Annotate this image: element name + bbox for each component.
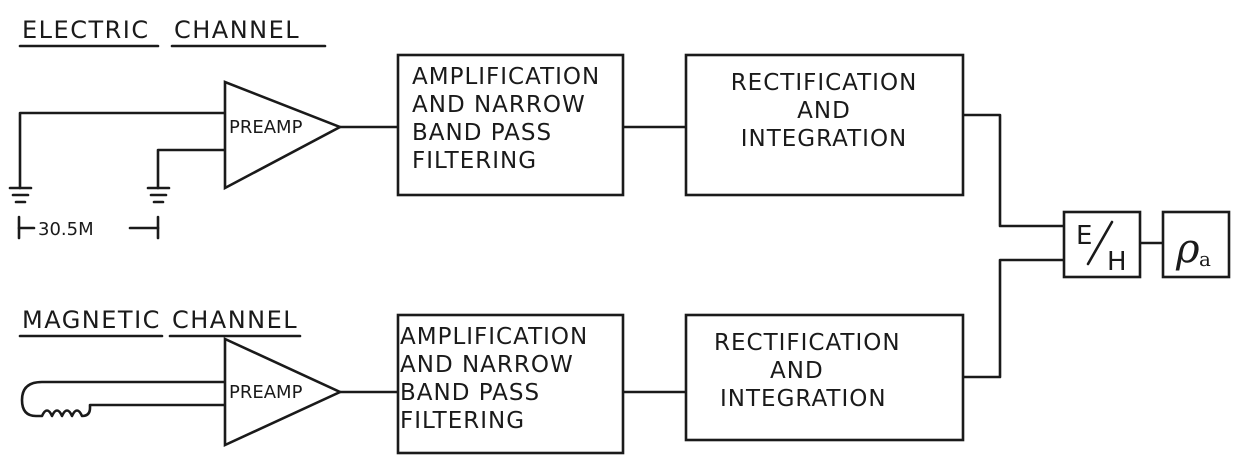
electric-preamp-label: PREAMP [229,117,303,138]
electrode-wire-2 [156,148,227,190]
rectification-box [684,313,965,442]
rect-line-3: INTEGRATION [741,126,908,152]
connector-rect-to-ratio-magnetic [961,258,1066,379]
rectification-box [684,53,965,197]
output-box [1161,210,1231,279]
electric-heading-word-1: ELECTRIC [22,16,150,44]
filter-line-4: FILTERING [400,408,525,434]
electric-electrodes: 30.5M [8,111,227,240]
magnetic-rectification-block: RECTIFICATION AND INTEGRATION [684,313,965,442]
filter-line-2: AND NARROW [400,352,574,378]
ground-icon [8,186,33,204]
resistivity-subscript: a [1199,247,1211,271]
electrode-spacing-label: 30.5M [38,219,94,240]
ratio-denominator: H [1107,247,1128,277]
rect-line-1: RECTIFICATION [714,330,901,356]
magnetic-preamp-label: PREAMP [229,382,303,403]
amplifier-triangle-icon [223,80,344,191]
rect-line-2: AND [797,98,851,124]
connector-rect-to-ratio-electric [961,113,1066,228]
amplifier-triangle-icon [223,336,344,448]
ratio-block: E H [1062,210,1142,279]
magnetic-filter-block: AMPLIFICATION AND NARROW BAND PASS FILTE… [396,313,625,455]
electrode-wire-1 [18,111,227,190]
ratio-slash [1086,220,1114,266]
ratio-numerator: E [1076,221,1093,251]
electrode-spacing-dimension: 30.5M [17,215,160,240]
ratio-box [1062,210,1142,279]
rect-line-2: AND [770,358,824,384]
rect-line-1: RECTIFICATION [731,70,918,96]
filter-box [396,53,625,197]
electric-channel-heading: ELECTRIC CHANNEL [18,16,327,48]
electric-heading-word-2: CHANNEL [174,16,300,44]
magnetic-heading-word-1: MAGNETIC [22,306,161,334]
magnetic-channel-heading: MAGNETIC CHANNEL [18,306,302,338]
filter-box [396,313,625,455]
electric-filter-block: AMPLIFICATION AND NARROW BAND PASS FILTE… [396,53,625,197]
filter-line-3: BAND PASS [412,120,552,146]
coil-icon [20,380,227,418]
magnetic-heading-word-2: CHANNEL [172,306,298,334]
magnetic-preamp: PREAMP [223,336,344,448]
rect-line-3: INTEGRATION [720,386,887,412]
filter-line-2: AND NARROW [412,92,586,118]
electric-rectification-block: RECTIFICATION AND INTEGRATION [684,53,965,197]
resistivity-symbol: ρ [1175,226,1200,272]
ground-icon [146,186,171,204]
filter-line-4: FILTERING [412,148,537,174]
electric-preamp: PREAMP [223,80,344,191]
magnetic-coil-sensor [20,380,227,418]
filter-line-1: AMPLIFICATION [412,64,600,90]
output-block: ρ a [1161,210,1231,279]
filter-line-1: AMPLIFICATION [400,324,588,350]
filter-line-3: BAND PASS [400,380,540,406]
